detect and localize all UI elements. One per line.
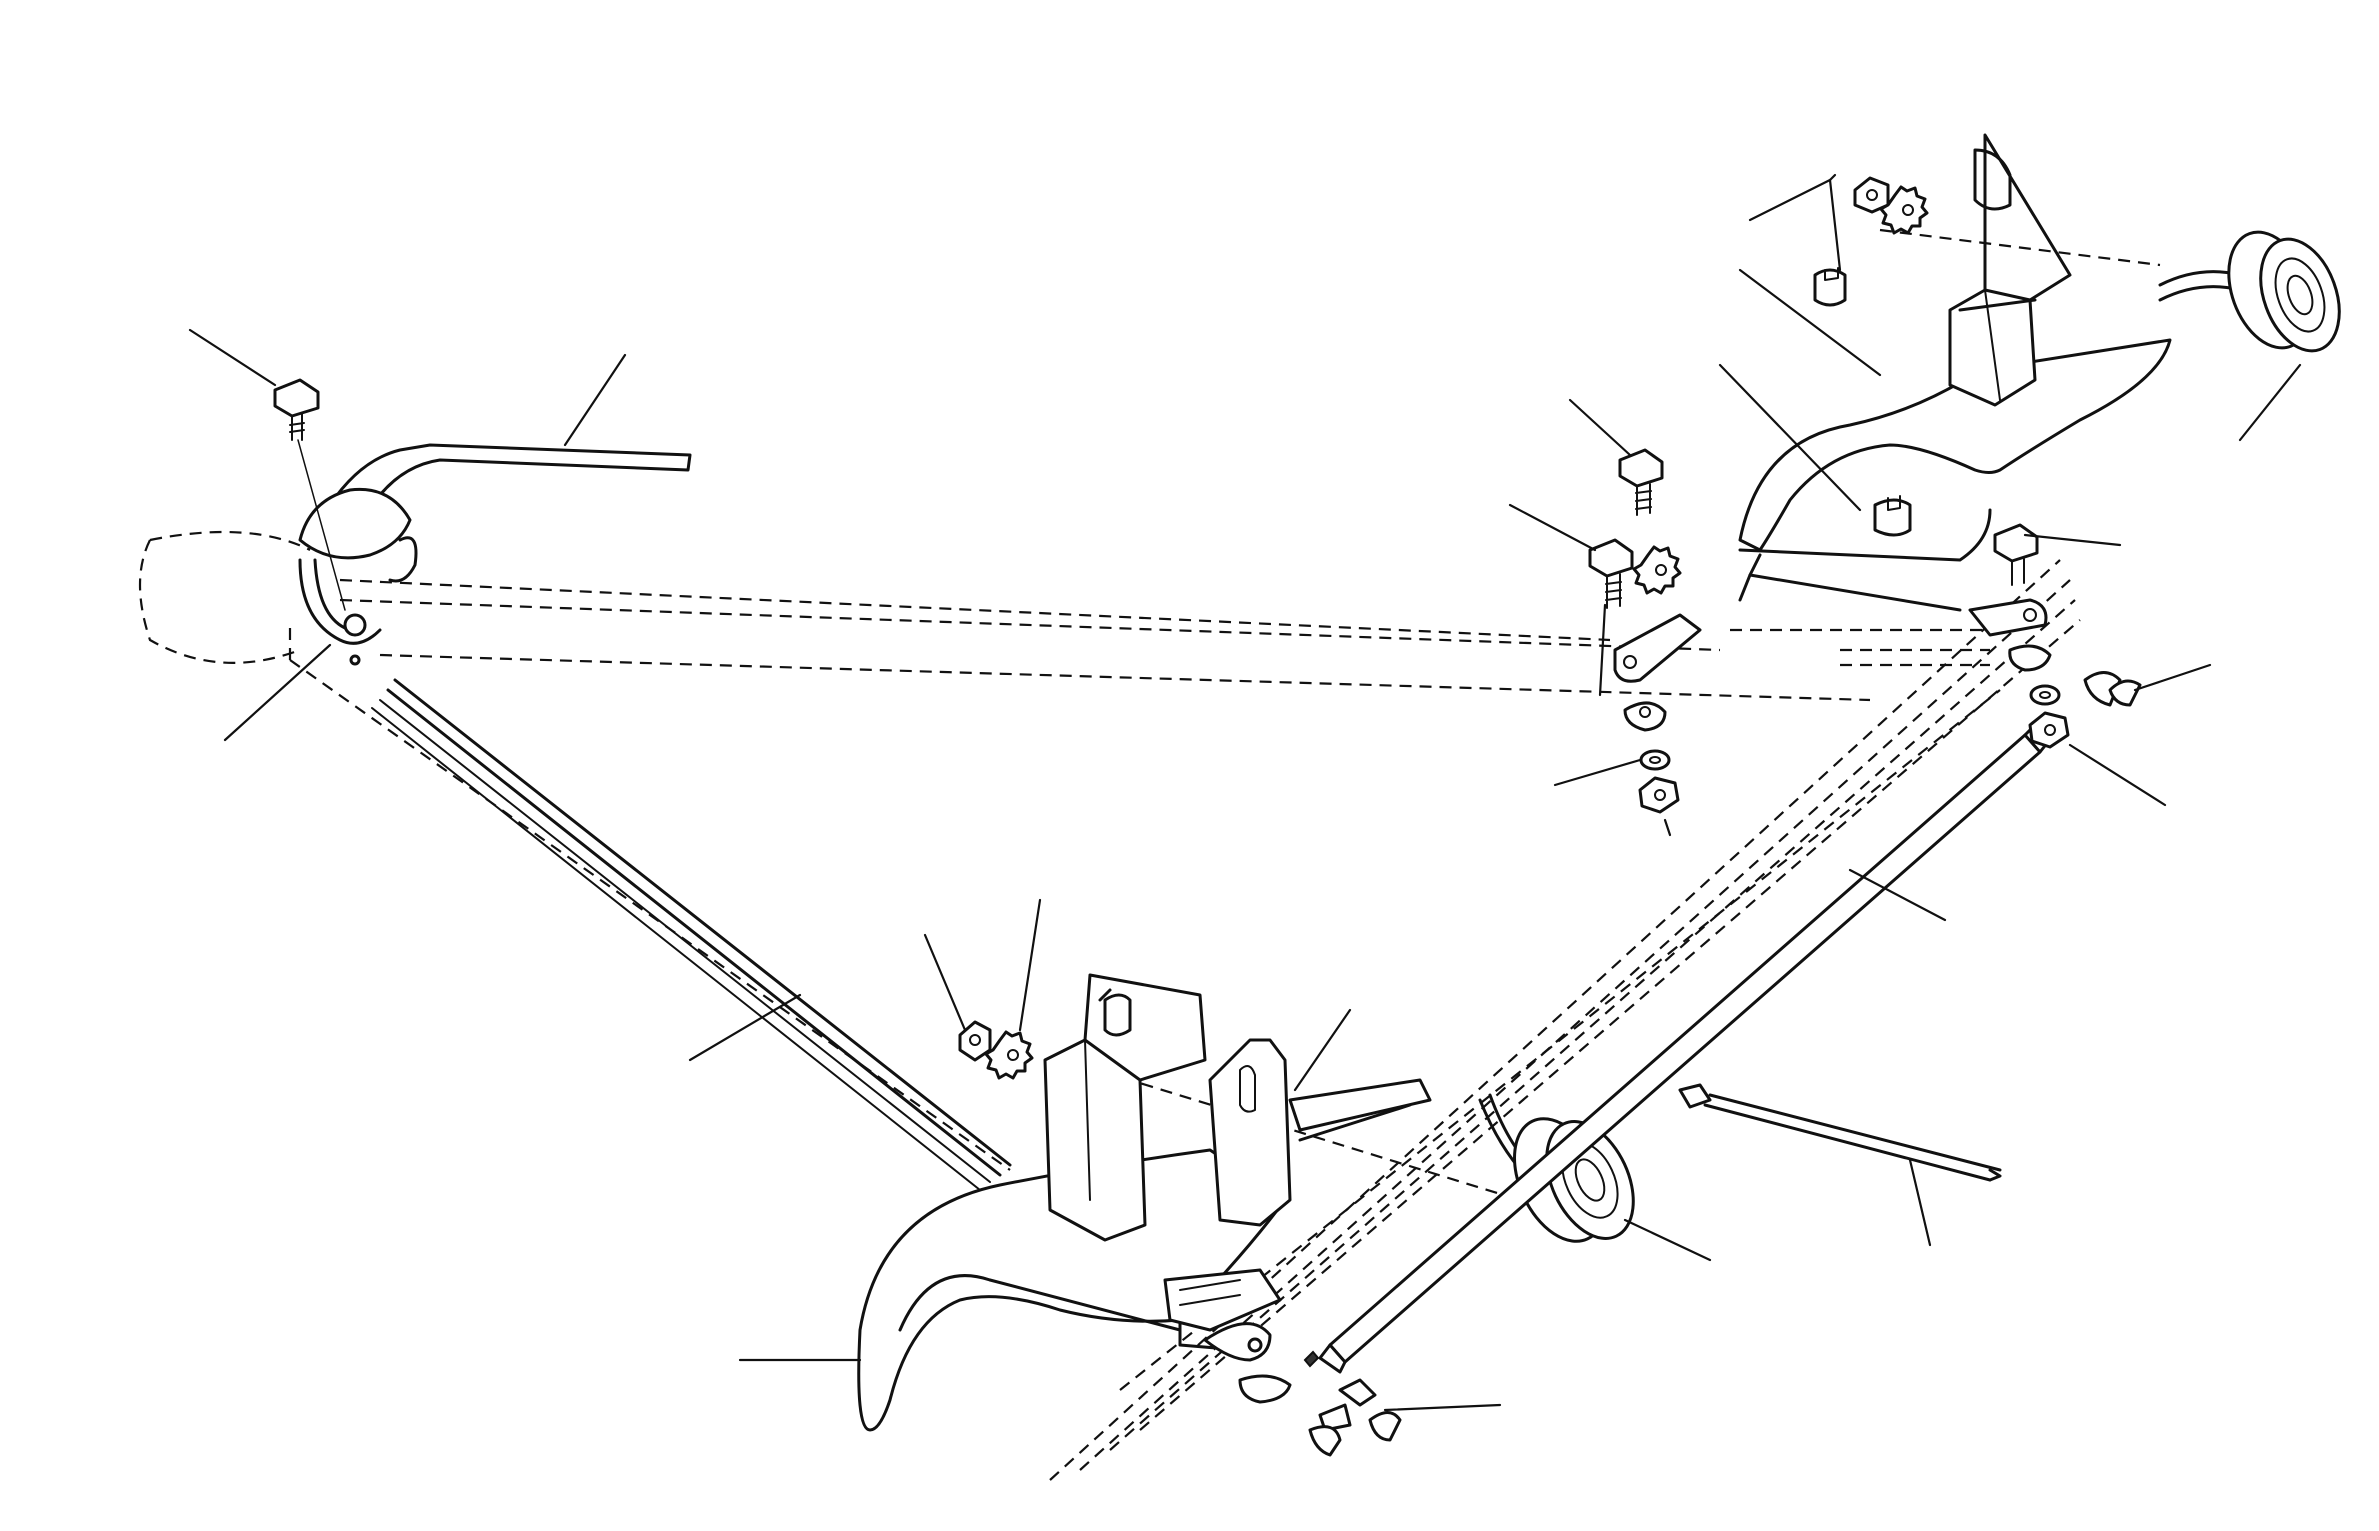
right-bracket-tab (1970, 600, 2050, 670)
rear-lamp (2160, 221, 2354, 362)
spring-clip-upper (1815, 268, 1845, 305)
spring-clip-lower (1875, 496, 1910, 535)
front-license-bracket (1165, 1040, 1430, 1402)
right-hex-bolt (1995, 525, 2037, 585)
rear-lockwasher (1634, 547, 1680, 593)
rear-bracket-tab (1615, 615, 1700, 730)
rear-hex-bolt-upper (1620, 450, 1662, 515)
left-mounting-arm (300, 445, 690, 664)
cross-rod (1320, 725, 2048, 1372)
front-fender-support (1045, 975, 1205, 1240)
front-lamp (1480, 1095, 1651, 1256)
bottom-push-nuts (1305, 1352, 1400, 1455)
rear-hex-bolt-lower (1590, 540, 1632, 608)
front-nut-and-washer (960, 1022, 1032, 1078)
diagonal-rod (372, 680, 1010, 1190)
rear-washer-and-nut (1640, 751, 1678, 812)
right-washer-and-nut (2030, 686, 2068, 747)
rear-fender-support (1950, 135, 2070, 405)
cable-tie (1680, 1085, 2000, 1180)
rear-fender (1740, 340, 2170, 610)
alignment-dashed-lines (140, 230, 2160, 1480)
right-push-nuts (2085, 673, 2140, 706)
left-hex-bolt (275, 380, 345, 610)
rear-nut-and-washer (1855, 178, 1927, 233)
callout-leaders (190, 175, 2300, 1410)
